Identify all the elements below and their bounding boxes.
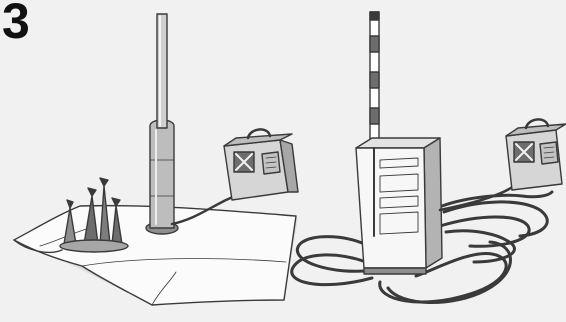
left-scene <box>14 14 298 305</box>
left-generator <box>224 129 298 200</box>
right-generator <box>506 119 566 190</box>
lamp-post <box>146 14 178 234</box>
right-scene <box>292 12 566 303</box>
cabinet <box>356 138 442 274</box>
